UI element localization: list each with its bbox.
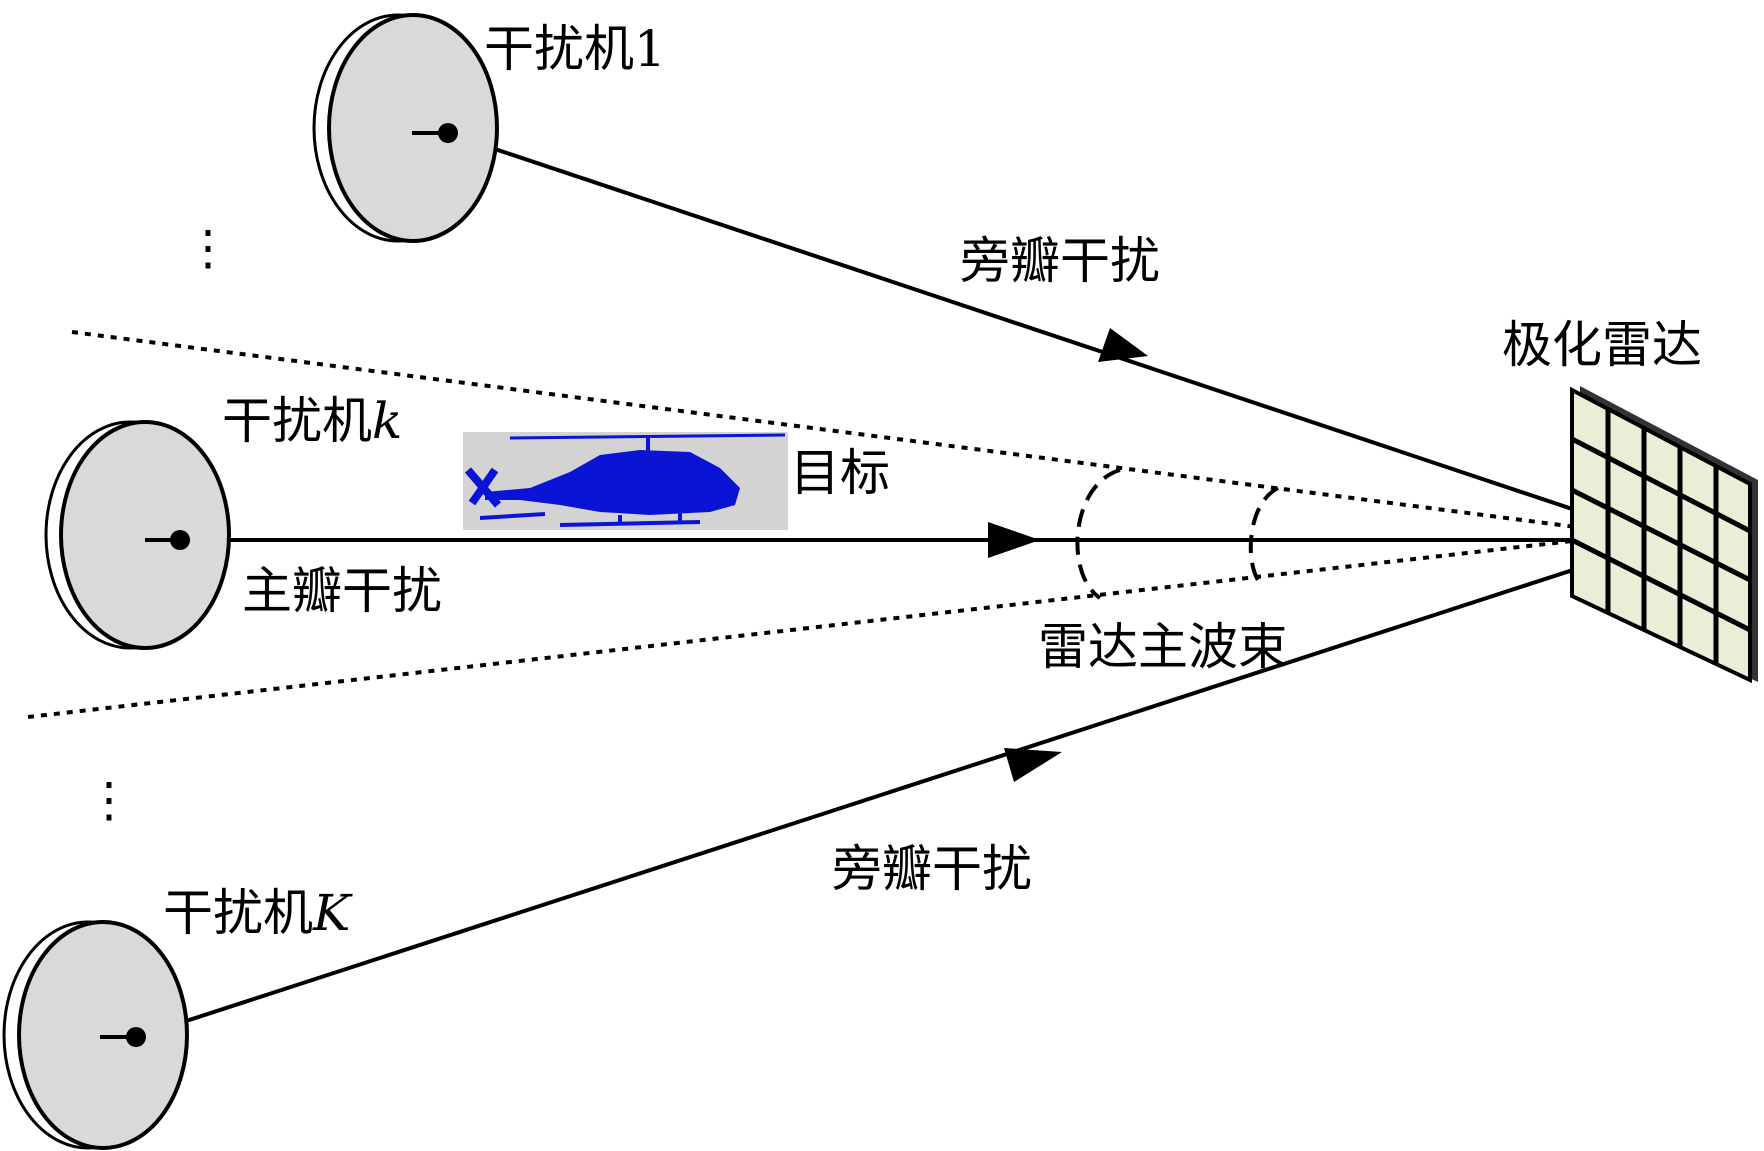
beam-upper-boundary [71,330,1731,549]
beam-arc-left [1075,468,1121,600]
jammer-K-label-index: K [313,884,351,942]
jammer-k-label: 干扰机k [222,396,402,446]
ellipsis-bottom: ⋮ [85,772,133,828]
target-helicopter-icon [463,432,788,530]
mainlobe-jamming-label: 主瓣干扰 [242,562,442,620]
jammer-k-label-prefix: 干扰机 [222,392,372,450]
ellipsis-top: ⋮ [184,220,232,276]
jammer-1-label: 干扰机1 [484,24,666,74]
jammer-1-label-index: 1 [634,20,666,78]
jammer-K-label-prefix: 干扰机 [163,884,313,942]
sidelobe-arrow-bottom [1004,748,1062,782]
beam-arc-right [1248,486,1280,587]
jammer-K-dish-icon [2,920,189,1150]
radar-label: 极化雷达 [1502,316,1702,374]
jammer-1-dish-icon [312,13,499,243]
sidelobe-jamming-line-bottom [179,538,1666,1025]
jammer-k-dish-icon [44,420,231,650]
sidelobe-jamming-bottom-label: 旁瓣干扰 [832,840,1032,898]
jammer-k-label-index: k [372,392,403,450]
sidelobe-jamming-top-label: 旁瓣干扰 [960,232,1160,290]
jammer-K-label: 干扰机K [163,888,350,938]
sidelobe-jamming-line-top [446,131,1666,542]
sidelobe-arrow-top [1098,328,1148,362]
jammer-1-label-prefix: 干扰机 [484,20,634,78]
mainlobe-arrow [988,522,1040,558]
polarized-radar-panel-icon [1570,386,1758,684]
beam-label: 雷达主波束 [1038,618,1288,676]
beam-lower-boundary [27,521,1731,719]
target-label: 目标 [790,444,890,502]
